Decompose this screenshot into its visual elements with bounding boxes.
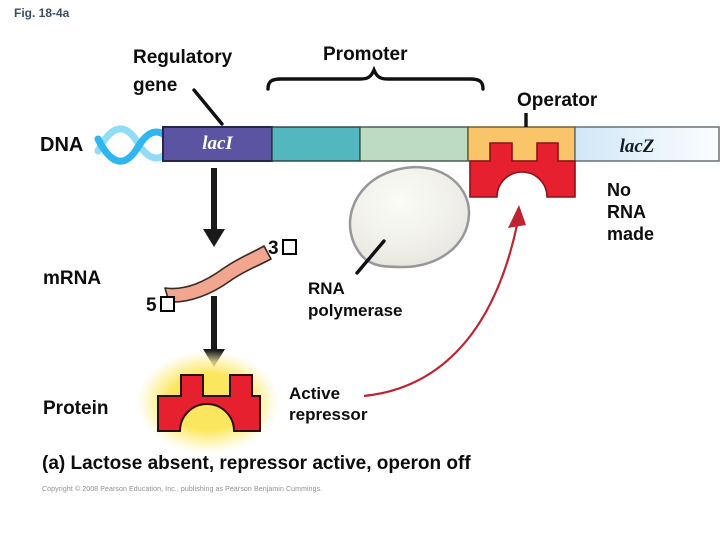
active-repressor-label-line2: repressor (289, 405, 368, 424)
no-rna-made-label: No RNA made (607, 179, 654, 245)
active-repressor-protein (157, 374, 261, 432)
five-prime-box-glyph (159, 296, 175, 312)
five-prime-number: 5 (146, 295, 157, 316)
three-prime-box-glyph (281, 239, 297, 255)
protein-label: Protein (43, 398, 109, 419)
regulatory-gene-label-line2: gene (133, 75, 178, 96)
five-prime-label: 5 (146, 295, 175, 317)
lacz-gene-segment (574, 126, 720, 162)
promoter-segment-right (359, 126, 469, 162)
figure-label: Fig. 18-4a (14, 6, 70, 20)
regulatory-gene-label: Regulatory gene (133, 44, 232, 100)
operator-label: Operator (517, 90, 598, 111)
three-prime-number: 3 (268, 238, 279, 259)
lacz-gene-label: lacZ (619, 136, 655, 157)
regulatory-gene-label-line1: Regulatory (133, 47, 233, 68)
figure-caption: (a) Lactose absent, repressor active, op… (42, 453, 471, 474)
laci-gene-label: lacI (202, 133, 233, 154)
rna-polymerase-blob (348, 165, 471, 269)
dna-label: DNA (40, 134, 84, 156)
repressor-binding-arrow (363, 224, 519, 398)
copyright-notice: Copyright © 2008 Pearson Education, Inc.… (42, 486, 323, 493)
rna-polymerase-pointer-line (355, 239, 386, 275)
no-rna-made-line3: made (607, 224, 655, 244)
active-repressor-label-line1: Active (289, 384, 341, 403)
rna-polymerase-label-line1: RNA (308, 279, 345, 298)
no-rna-made-line1: No (607, 180, 631, 200)
promoter-segment-left (271, 126, 361, 162)
repressor-on-operator (469, 142, 576, 198)
operator-segment (467, 126, 576, 162)
three-prime-label: 3 (268, 238, 297, 260)
regulatory-gene-pointer-line (192, 88, 224, 126)
active-repressor-label: Active repressor (289, 383, 367, 425)
translation-arrow (203, 296, 225, 367)
rna-polymerase-label-line2: polymerase (308, 301, 403, 320)
repressor-binding-arrowhead (508, 205, 526, 228)
promoter-brace (266, 65, 485, 91)
no-rna-made-line2: RNA (607, 202, 646, 222)
rna-polymerase-label: RNA polymerase (308, 278, 403, 322)
promoter-label: Promoter (323, 44, 408, 65)
mrna-ribbon (164, 245, 272, 303)
transcription-arrow (203, 168, 225, 247)
mrna-label: mRNA (43, 268, 102, 289)
